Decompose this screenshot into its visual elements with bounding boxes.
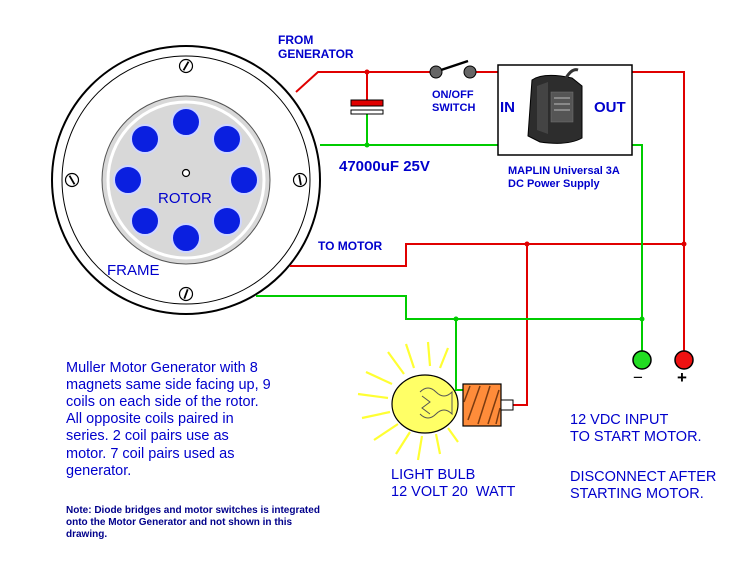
plus-sign: + xyxy=(677,368,687,387)
rotor-shaft xyxy=(181,168,191,178)
capacitor-label: 47000uF 25V xyxy=(339,158,430,175)
input-note: 12 VDC INPUT TO START MOTOR. xyxy=(570,412,702,446)
frame-bolt xyxy=(292,172,308,188)
frame-bolt-group xyxy=(64,58,308,302)
bulb-contact xyxy=(500,399,514,411)
rotor-magnet xyxy=(212,206,242,236)
light-bulb xyxy=(357,341,514,461)
magnet-group xyxy=(113,107,259,253)
rotor-magnet xyxy=(113,165,143,195)
frame-bolt xyxy=(178,58,194,74)
from-generator-label: FROM GENERATOR xyxy=(278,33,354,62)
dc-power-supply xyxy=(497,64,633,156)
negative-terminal[interactable] xyxy=(632,350,652,370)
junction-dots xyxy=(364,69,687,322)
rotor-magnet xyxy=(130,206,160,236)
frame-bolt xyxy=(64,172,80,188)
positive-wiring xyxy=(290,71,685,406)
disconnect-note: DISCONNECT AFTER STARTING MOTOR. xyxy=(570,469,717,503)
rotor-magnet xyxy=(130,124,160,154)
frame-label: FRAME xyxy=(107,262,160,279)
rotor-magnet xyxy=(171,107,201,137)
supply-out-label: OUT xyxy=(594,99,626,116)
onoff-switch[interactable] xyxy=(429,59,477,79)
light-bulb-label: LIGHT BULB 12 VOLT 20 WATT xyxy=(391,467,516,501)
generator-description: Muller Motor Generator with 8 magnets sa… xyxy=(66,360,271,479)
diode-note: Note: Diode bridges and motor switches i… xyxy=(66,505,320,540)
rotor-magnet xyxy=(229,165,259,195)
supply-caption: MAPLIN Universal 3A DC Power Supply xyxy=(508,165,620,190)
frame-bolt xyxy=(178,286,194,302)
bulb-glass xyxy=(391,374,459,434)
supply-in-label: IN xyxy=(500,99,515,116)
rotor-label: ROTOR xyxy=(158,190,212,207)
minus-sign: − xyxy=(633,368,643,387)
switch-label: ON/OFF SWITCH xyxy=(432,89,476,114)
negative-wiring xyxy=(256,114,643,391)
capacitor xyxy=(350,99,384,115)
frame-inner-ring xyxy=(61,55,311,305)
bulb-thread xyxy=(463,385,501,425)
rotor-magnet xyxy=(212,124,242,154)
positive-terminal[interactable] xyxy=(674,350,694,370)
glow-rays xyxy=(357,341,459,461)
to-motor-label: TO MOTOR xyxy=(318,239,383,253)
rotor-magnet xyxy=(171,223,201,253)
